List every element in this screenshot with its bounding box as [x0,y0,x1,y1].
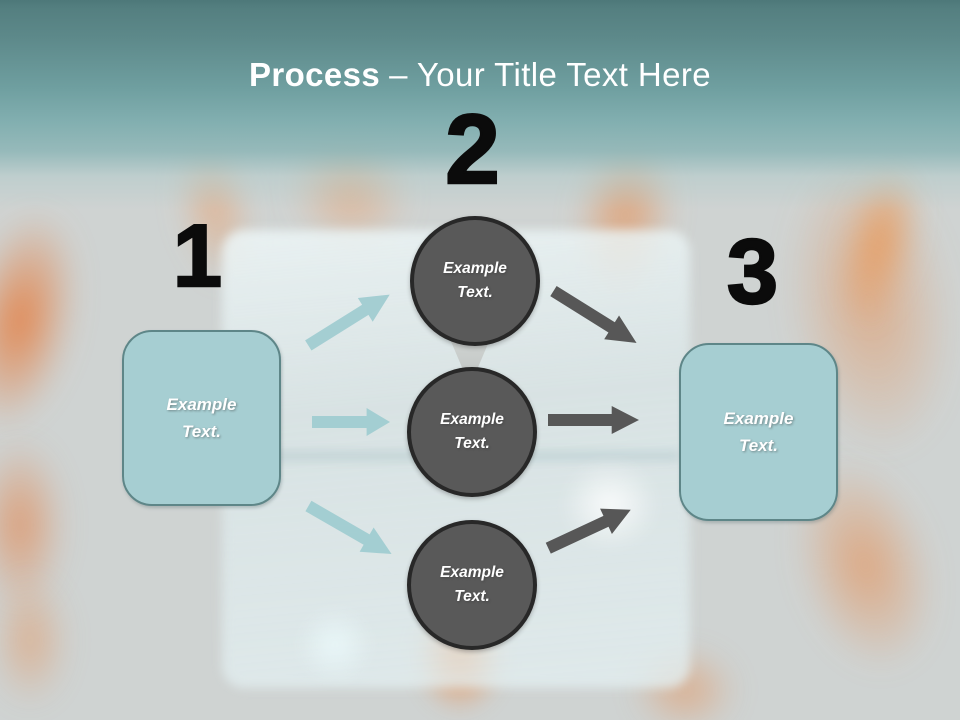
flame-glow [0,400,85,650]
ice-cube-glint [540,440,680,570]
label-line: Text. [454,435,490,452]
label-line: Example [443,259,507,277]
arrow-down-right-icon [550,285,637,343]
slide-title: Process– Your Title Text Here [0,56,960,94]
step-number-2: 2 [444,94,501,204]
step-number-1: 1 [172,206,223,305]
label-line: Example [440,410,504,428]
arrow-up-right-icon [305,294,390,351]
process-box-left-label: Example Text. [167,391,237,445]
process-box-right-label: Example Text. [724,405,794,459]
label-line: Text. [181,422,222,441]
process-circle-top-label: Example Text. [443,257,507,305]
label-line: Text. [738,436,779,455]
arrow-up-right-icon [545,508,631,554]
title-subtitle: – Your Title Text Here [389,56,712,93]
step-number-3: 3 [726,221,780,323]
arrow-right-icon [312,408,390,436]
title-emphasis: Process [248,56,381,93]
header-gradient-band [0,0,960,210]
process-circle-middle: Example Text. [407,367,537,497]
process-circle-top: Example Text. [410,216,540,346]
flame-glow [0,545,85,720]
process-circle-bottom: Example Text. [407,520,537,650]
label-line: Example [723,408,794,428]
process-circle-middle-label: Example Text. [440,408,504,456]
arrow-down-right-icon [305,500,392,554]
label-line: Example [166,394,237,414]
label-line: Example [440,563,504,581]
label-line: Text. [454,588,490,605]
process-box-left: Example Text. [122,330,281,506]
process-box-right: Example Text. [679,343,838,521]
process-circle-bottom-label: Example Text. [440,561,504,609]
ice-cube-glint [280,590,390,700]
arrow-right-icon [548,406,639,434]
label-line: Text. [457,284,493,301]
